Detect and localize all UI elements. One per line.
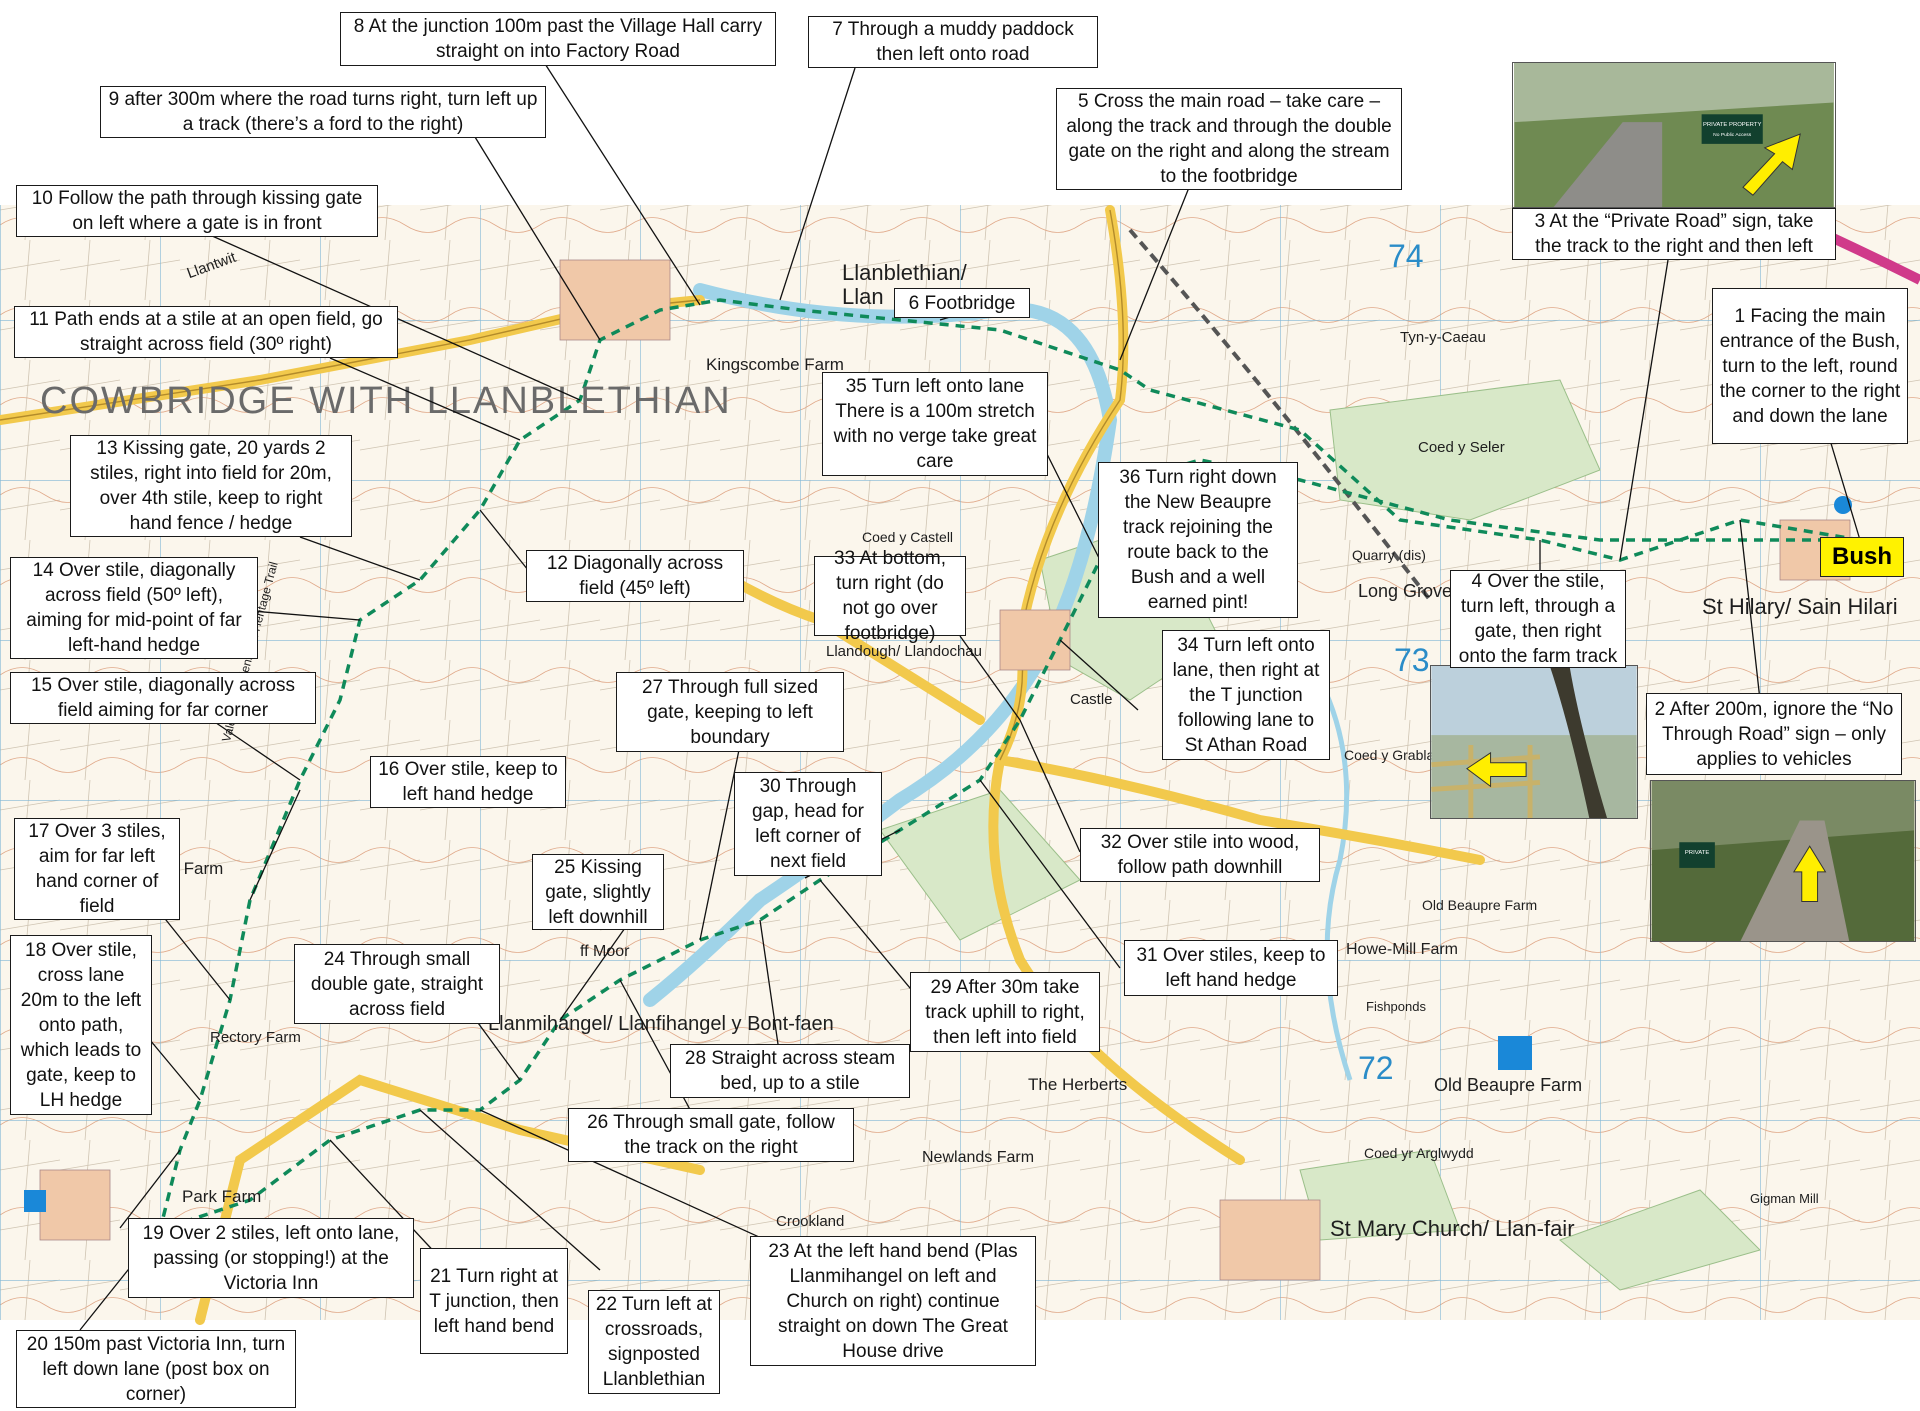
callout-step-25: 25 Kissing gate, slightly left downhill: [532, 854, 664, 930]
callout-step-11: 11 Path ends at a stile at an open field…: [14, 306, 398, 358]
label-oldbeaupre2: Old Beaupre Farm: [1434, 1075, 1583, 1095]
yellow-arrow-left-icon: [1466, 751, 1527, 788]
walking-route: [157, 298, 1861, 1233]
callout-step-34: 34 Turn left onto lane, then right at th…: [1162, 630, 1330, 760]
label-oldbeaupre1: Old Beaupre Farm: [1422, 897, 1538, 913]
callout-step-4: 4 Over the stile, turn left, through a g…: [1450, 570, 1626, 668]
callout-step-14: 14 Over stile, diagonally across field (…: [10, 557, 258, 659]
callout-step-15: 15 Over stile, diagonally across field a…: [10, 672, 316, 724]
callout-step-26: 26 Through small gate, follow the track …: [568, 1108, 854, 1162]
label-kingscombe: Kingscombe Farm: [706, 355, 844, 374]
callout-step-32: 32 Over stile into wood, follow path dow…: [1080, 828, 1320, 882]
callout-step-8: 8 At the junction 100m past the Village …: [340, 12, 776, 66]
label-stmary: St Mary Church/ Llan-fair: [1330, 1216, 1575, 1241]
callout-step-3: 3 At the “Private Road” sign, take the t…: [1512, 208, 1836, 260]
callout-step-27: 27 Through full sized gate, keeping to l…: [616, 672, 844, 752]
label-coedygrabla: Coed y Grabla: [1344, 747, 1435, 763]
label-castle: Castle: [1070, 691, 1113, 708]
private-lane-photo-image: PRIVATE: [1651, 781, 1915, 941]
label-grid-73: 73: [1394, 642, 1430, 678]
callout-step-33: 33 At bottom, turn right (do not go over…: [814, 548, 966, 644]
label-longgrove: Long Grove: [1358, 581, 1453, 601]
yellow-arrow-icon: [1742, 133, 1801, 196]
private-sign-line2: No Public Access: [1713, 132, 1752, 138]
callout-step-29: 29 After 30m take track uphill to right,…: [910, 972, 1100, 1052]
label-fmoor: ff Moor: [580, 943, 630, 960]
callout-step-17: 17 Over 3 stiles, aim for far left hand …: [14, 818, 180, 920]
label-quarry: Quarry (dis): [1352, 547, 1426, 563]
callout-step-7: 7 Through a muddy paddock then left onto…: [808, 16, 1098, 68]
private-sign-line1: PRIVATE PROPERTY: [1703, 122, 1761, 128]
yellow-arrow-up-icon: [1792, 845, 1827, 902]
stile-photo-image: [1431, 666, 1637, 818]
private-road-photo-image: PRIVATE PROPERTY No Public Access: [1514, 63, 1834, 207]
callout-step-36: 36 Turn right down the New Beaupre track…: [1098, 462, 1298, 618]
label-grid-72: 72: [1358, 1050, 1394, 1086]
label-llanmihangel: Llanmihangel/ Llanfihangel y Bont-faen: [488, 1013, 834, 1035]
callout-step-21: 21 Turn right at T junction, then left h…: [420, 1248, 568, 1354]
photo-stile: [1430, 665, 1638, 819]
label-coedyseler: Coed y Seler: [1418, 439, 1505, 456]
label-theherberts: The Herberts: [1028, 1075, 1128, 1094]
callout-step-18: 18 Over stile, cross lane 20m to the lef…: [10, 935, 152, 1115]
callout-step-10: 10 Follow the path through kissing gate …: [16, 185, 378, 237]
label-tynycaeau: Tyn-y-Caeau: [1400, 329, 1486, 346]
label-coedycastell: Coed y Castell: [862, 529, 954, 545]
callout-step-6: 6 Footbridge: [894, 288, 1030, 318]
label-rectory: Rectory Farm: [210, 1029, 301, 1046]
label-llanblethian: Llanblethian/: [842, 260, 967, 285]
callout-step-12: 12 Diagonally across field (45º left): [526, 550, 744, 602]
callout-step-13: 13 Kissing gate, 20 yards 2 stiles, righ…: [70, 435, 352, 537]
callout-step-24: 24 Through small double gate, straight a…: [294, 944, 500, 1024]
photo-private-lane: PRIVATE: [1650, 780, 1916, 942]
label-crookland: Crookland: [776, 1213, 845, 1230]
label-llandough: Llandough/ Llandochau: [826, 643, 982, 660]
callout-step-22: 22 Turn left at crossroads, signposted L…: [588, 1290, 720, 1394]
label-grid-74: 74: [1388, 238, 1424, 274]
label-cowbridge: COWBRIDGE WITH LLANBLETHIAN: [40, 380, 732, 422]
callout-step-31: 31 Over stiles, keep to left hand hedge: [1124, 940, 1338, 996]
label-llan: Llan: [842, 284, 884, 309]
callout-step-30: 30 Through gap, head for left corner of …: [734, 772, 882, 876]
callout-step-2: 2 After 200m, ignore the “No Through Roa…: [1646, 693, 1902, 775]
bush-pub-label: Bush: [1820, 537, 1904, 577]
callout-step-35: 35 Turn left onto lane There is a 100m s…: [822, 372, 1048, 476]
callout-step-9: 9 after 300m where the road turns right,…: [100, 86, 546, 138]
label-fishponds: Fishponds: [1366, 999, 1426, 1014]
label-gigmanmill: Gigman Mill: [1750, 1191, 1819, 1206]
label-hilary: St Hilary/ Sain Hilari: [1702, 594, 1898, 619]
callout-step-28: 28 Straight across steam bed, up to a st…: [670, 1044, 910, 1098]
callout-step-5: 5 Cross the main road – take care – alon…: [1056, 88, 1402, 190]
label-newlands: Newlands Farm: [922, 1149, 1035, 1166]
callout-step-23: 23 At the left hand bend (Plas Llanmihan…: [750, 1236, 1036, 1366]
photo-private-road: PRIVATE PROPERTY No Public Access: [1512, 62, 1836, 208]
callout-step-16: 16 Over stile, keep to left hand hedge: [370, 756, 566, 808]
callout-step-19: 19 Over 2 stiles, left onto lane, passin…: [128, 1218, 414, 1298]
callout-step-20: 20 150m past Victoria Inn, turn left dow…: [16, 1330, 296, 1408]
label-coedyrarglwydd: Coed yr Arglwydd: [1364, 1145, 1474, 1161]
callout-step-1: 1 Facing the main entrance of the Bush, …: [1712, 288, 1908, 444]
label-howemill: Howe-Mill Farm: [1346, 941, 1458, 958]
private-sign-text: PRIVATE: [1685, 850, 1709, 856]
label-parkfarm: Park Farm: [182, 1187, 262, 1206]
